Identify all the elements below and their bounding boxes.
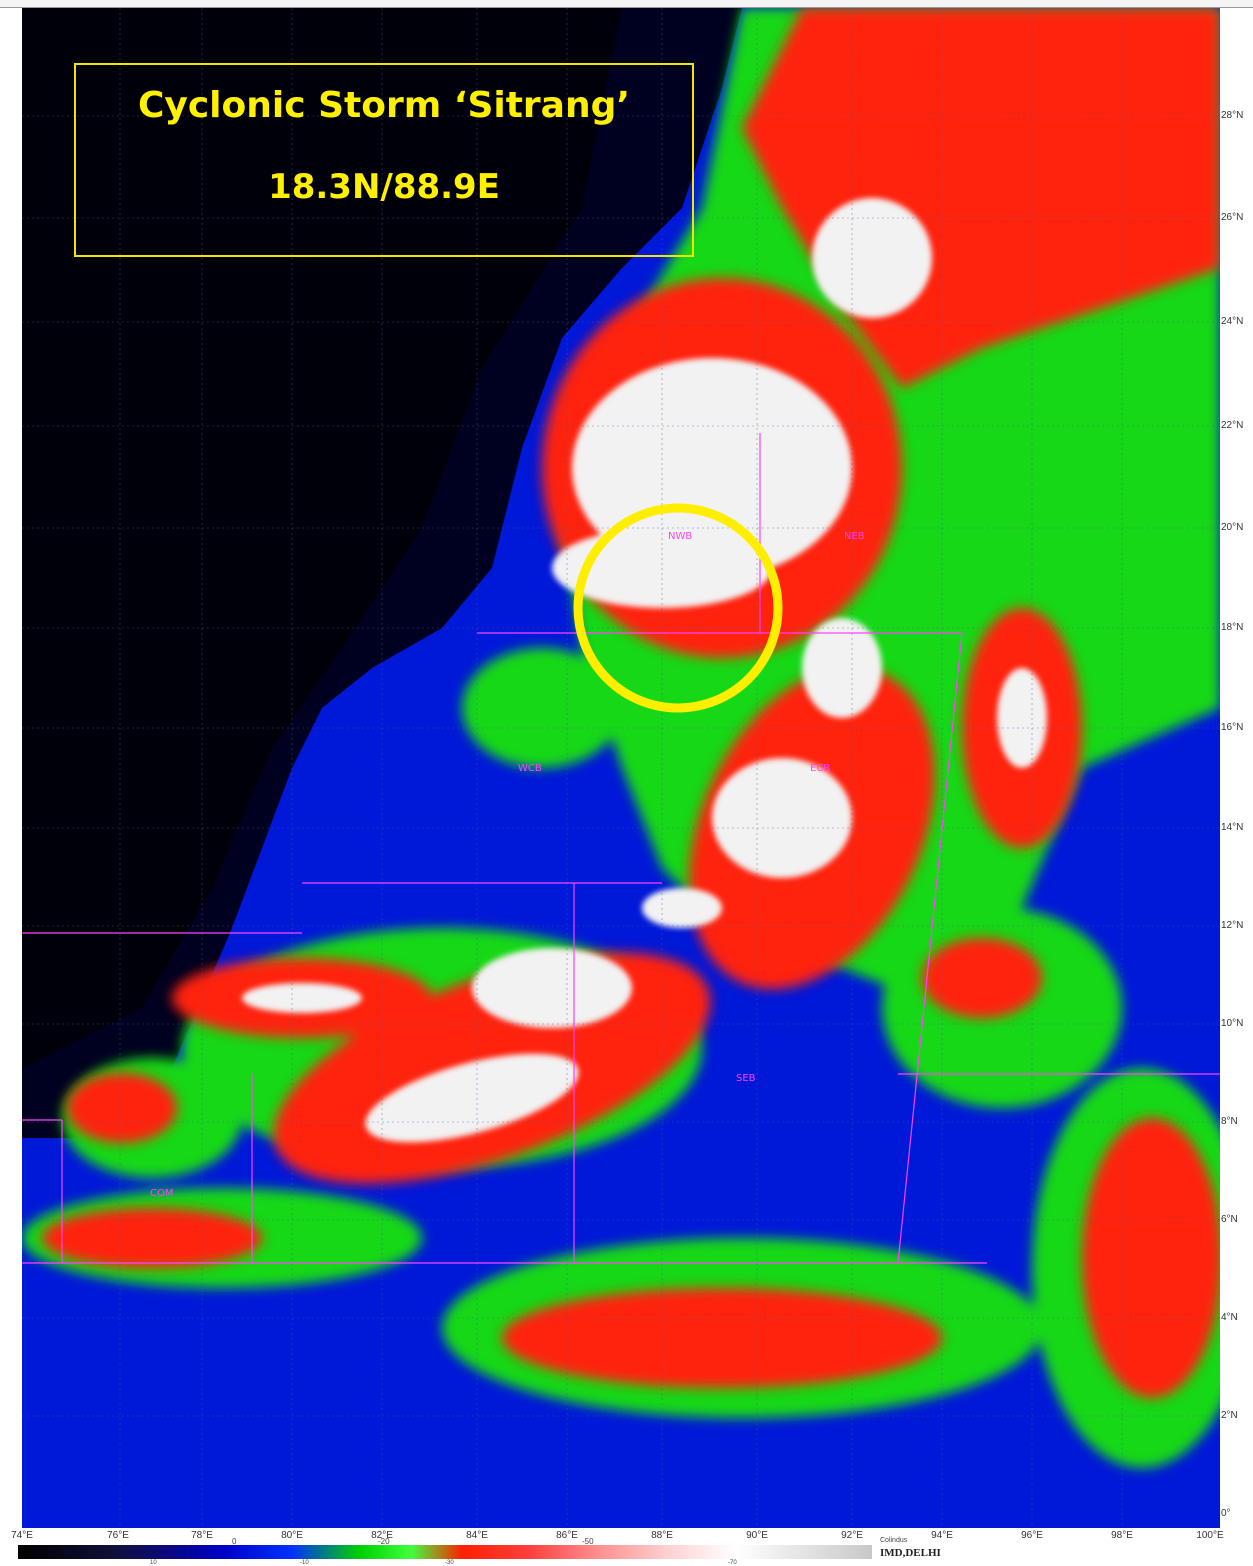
credit-caption: Colindus bbox=[880, 1537, 908, 1544]
land-dark-inner bbox=[22, 8, 622, 1068]
region-label-com: COM bbox=[150, 1188, 174, 1199]
lon-label-92: 92°E bbox=[841, 1530, 863, 1541]
satellite-map: NWB NEB WCB ECB SEB COM Cyclonic Storm ‘… bbox=[22, 8, 1220, 1528]
top-header-strip bbox=[0, 0, 1253, 8]
cloud-white-tops bbox=[242, 198, 1047, 1143]
colorbar-tick-upper-20: -20 bbox=[378, 1537, 390, 1546]
lat-label-12: 12°N bbox=[1221, 920, 1244, 931]
temperature-colorbar bbox=[18, 1545, 872, 1559]
lat-label-22: 22°N bbox=[1221, 420, 1244, 431]
lon-label-78: 78°E bbox=[191, 1530, 213, 1541]
region-label-neb: NEB bbox=[844, 531, 865, 542]
lon-label-98: 98°E bbox=[1111, 1530, 1133, 1541]
colorbar-tick-upper-0: 0 bbox=[232, 1537, 237, 1546]
storm-name-title: Cyclonic Storm ‘Sitrang’ bbox=[137, 85, 631, 126]
lat-label-6: 6°N bbox=[1221, 1214, 1238, 1225]
colorbar-tick-lower-m70: -70 bbox=[728, 1560, 737, 1566]
lat-label-14: 14°N bbox=[1221, 822, 1244, 833]
satellite-imagery bbox=[22, 8, 1220, 1528]
credit-imd-delhi: IMD,DELHI bbox=[880, 1547, 941, 1559]
lon-label-80: 80°E bbox=[281, 1530, 303, 1541]
lat-label-4: 4°N bbox=[1221, 1312, 1238, 1323]
lat-label-24: 24°N bbox=[1221, 316, 1244, 327]
lon-label-82: 82°E bbox=[371, 1530, 393, 1541]
lat-label-26: 26°N bbox=[1221, 212, 1244, 223]
storm-center-marker bbox=[573, 503, 783, 713]
lon-label-76: 76°E bbox=[107, 1530, 129, 1541]
lat-label-8: 8°N bbox=[1221, 1116, 1238, 1127]
lat-label-10: 10°N bbox=[1221, 1018, 1244, 1029]
lat-label-20: 20°N bbox=[1221, 522, 1244, 533]
region-label-ecb: ECB bbox=[810, 763, 831, 774]
lon-label-74: 74°E bbox=[11, 1530, 33, 1541]
lon-label-88: 88°E bbox=[651, 1530, 673, 1541]
graticule bbox=[22, 8, 1220, 1528]
colorbar-tick-upper-50: -50 bbox=[582, 1537, 594, 1546]
lon-label-86: 86°E bbox=[556, 1530, 578, 1541]
lon-label-100: 100°E bbox=[1196, 1530, 1224, 1541]
lon-label-96: 96°E bbox=[1021, 1530, 1043, 1541]
lon-label-84: 84°E bbox=[466, 1530, 488, 1541]
region-label-nwb: NWB bbox=[668, 531, 693, 542]
colorbar-tick-lower-m10: -10 bbox=[300, 1560, 309, 1566]
region-label-seb: SEB bbox=[736, 1073, 756, 1084]
colorbar-tick-lower-10: 10 bbox=[150, 1560, 157, 1566]
lat-label-2: 2°N bbox=[1221, 1410, 1238, 1421]
lat-label-18: 18°N bbox=[1221, 622, 1244, 633]
lat-label-0: 0° bbox=[1221, 1508, 1231, 1519]
colorbar-tick-lower-m30: -30 bbox=[445, 1560, 454, 1566]
region-boundaries bbox=[22, 433, 1220, 1264]
region-label-wcb: WCB bbox=[518, 763, 542, 774]
storm-position: 18.3N/88.9E bbox=[268, 167, 500, 207]
lat-label-28: 28°N bbox=[1221, 110, 1244, 121]
lon-label-94: 94°E bbox=[931, 1530, 953, 1541]
lat-label-16: 16°N bbox=[1221, 722, 1244, 733]
lon-label-90: 90°E bbox=[746, 1530, 768, 1541]
storm-title-box: Cyclonic Storm ‘Sitrang’ 18.3N/88.9E bbox=[74, 63, 694, 257]
